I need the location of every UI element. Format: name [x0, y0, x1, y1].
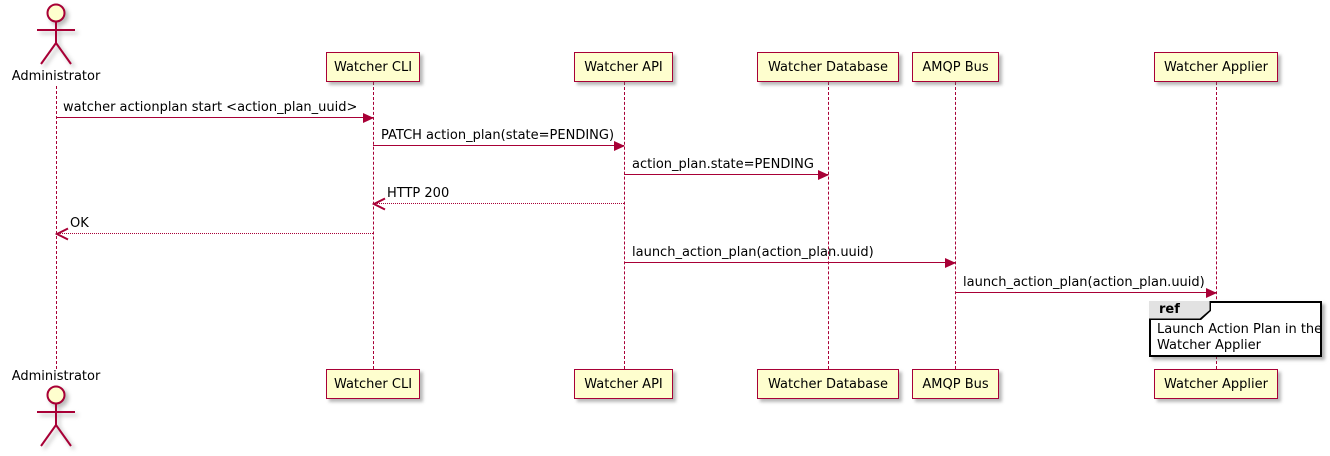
ref-body: Launch Action Plan in the Watcher Applie…: [1157, 322, 1322, 353]
participant-watcher-applier: Watcher Applier: [1154, 52, 1278, 82]
ref-fragment: ref Launch Action Plan in the Watcher Ap…: [1149, 301, 1322, 357]
message-launch-action-plan-amqp: launch_action_plan(action_plan.uuid): [624, 245, 956, 268]
arrowhead-left-icon: [372, 197, 386, 211]
ref-tab: ref: [1149, 301, 1211, 320]
message-label: PATCH action_plan(state=PENDING): [381, 128, 615, 143]
arrowhead-right-icon: [614, 140, 625, 151]
lifeline-watcher-api: [624, 82, 625, 369]
message-label: OK: [70, 216, 89, 231]
message-start-actionplan: watcher actionplan start <action_plan_uu…: [56, 100, 374, 123]
actor-icon: [37, 3, 75, 65]
ref-tab-inner: ref: [1149, 301, 1210, 319]
participant-watcher-applier-bottom: Watcher Applier: [1154, 369, 1278, 399]
ref-text-line1: Launch Action Plan in the: [1157, 322, 1323, 337]
arrowhead-right-icon: [945, 257, 956, 268]
participant-watcher-cli-bottom: Watcher CLI: [326, 369, 420, 399]
participant-watcher-database: Watcher Database: [757, 52, 899, 82]
participant-amqp-bus: AMQP Bus: [912, 52, 999, 82]
ref-text-line2: Watcher Applier: [1157, 337, 1261, 353]
message-launch-action-plan-applier: launch_action_plan(action_plan.uuid): [955, 275, 1217, 298]
actor-label: Administrator: [11, 69, 101, 84]
participant-watcher-database-bottom: Watcher Database: [757, 369, 899, 399]
arrowhead-left-icon: [55, 227, 69, 241]
ref-keyword: ref: [1159, 302, 1180, 318]
message-label: launch_action_plan(action_plan.uuid): [963, 275, 1205, 290]
arrowhead-right-icon: [1206, 287, 1217, 298]
message-patch-action-plan: PATCH action_plan(state=PENDING): [373, 128, 625, 151]
arrowhead-right-icon: [818, 169, 829, 180]
lifeline-watcher-cli: [373, 82, 374, 369]
participant-amqp-bus-bottom: AMQP Bus: [912, 369, 999, 399]
message-ok: OK: [55, 216, 373, 241]
message-label: watcher actionplan start <action_plan_uu…: [63, 100, 358, 115]
message-http-200: HTTP 200: [372, 186, 624, 211]
message-label: action_plan.state=PENDING: [632, 157, 814, 172]
actor-icon-bottom: [37, 385, 75, 447]
actor-label-bottom: Administrator: [11, 369, 101, 384]
message-label: launch_action_plan(action_plan.uuid): [632, 245, 874, 260]
arrowhead-right-icon: [363, 112, 374, 123]
message-state-pending: action_plan.state=PENDING: [624, 157, 829, 180]
lifeline-administrator: [56, 86, 57, 369]
participant-watcher-cli: Watcher CLI: [326, 52, 420, 82]
lifeline-watcher-database: [828, 82, 829, 369]
lifeline-amqp-bus: [955, 82, 956, 369]
lifeline-watcher-applier: [1216, 82, 1217, 369]
participant-watcher-api-bottom: Watcher API: [574, 369, 673, 399]
message-label: HTTP 200: [387, 186, 450, 201]
participant-watcher-api: Watcher API: [574, 52, 673, 82]
